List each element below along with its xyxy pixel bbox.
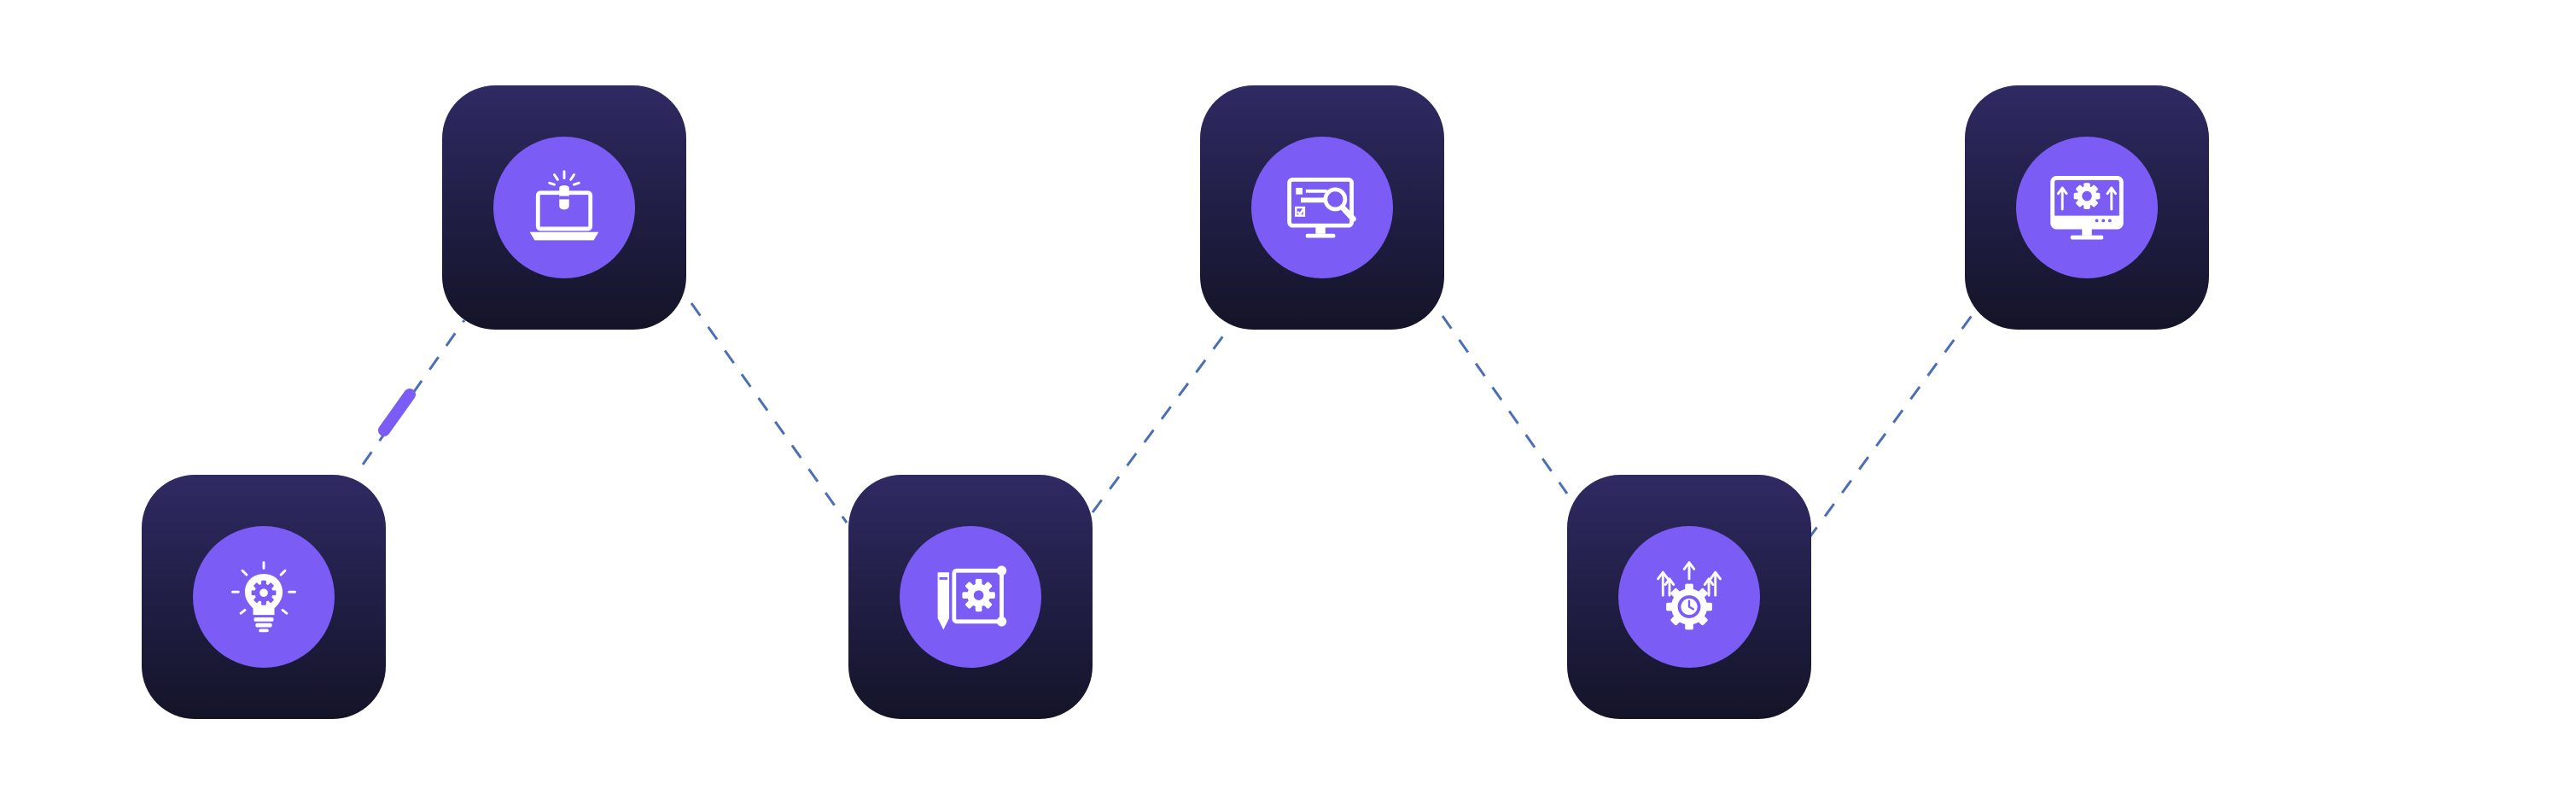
gear-clock-growth-arrows-icon [1657,561,1722,630]
step-3-card [848,475,1093,719]
monitor-gear-arrows-icon [2050,176,2124,240]
step-5-card [1567,475,1811,719]
step-4-icon-circle [1251,137,1393,278]
step-6-card [1965,85,2209,330]
blueprint-pencil-gear-icon [937,565,1007,630]
step-2-card [442,85,686,330]
connector-3-4 [1091,327,1231,513]
step-3-icon-circle [900,526,1041,668]
connector-4-5 [1441,315,1569,494]
step-2-icon-circle [493,137,635,278]
step-1-icon-circle [193,526,335,668]
connector-5-6 [1806,303,1982,541]
step-1-card [142,475,386,719]
progress-segment [378,389,416,436]
lightbulb-gear-icon [231,561,296,633]
step-5-icon-circle [1618,526,1760,668]
connector-2-3 [690,302,848,523]
step-6-icon-circle [2016,137,2158,278]
laptop-touch-icon [529,170,599,241]
monitor-search-checklist-icon [1287,177,1356,238]
step-4-card [1200,85,1444,330]
